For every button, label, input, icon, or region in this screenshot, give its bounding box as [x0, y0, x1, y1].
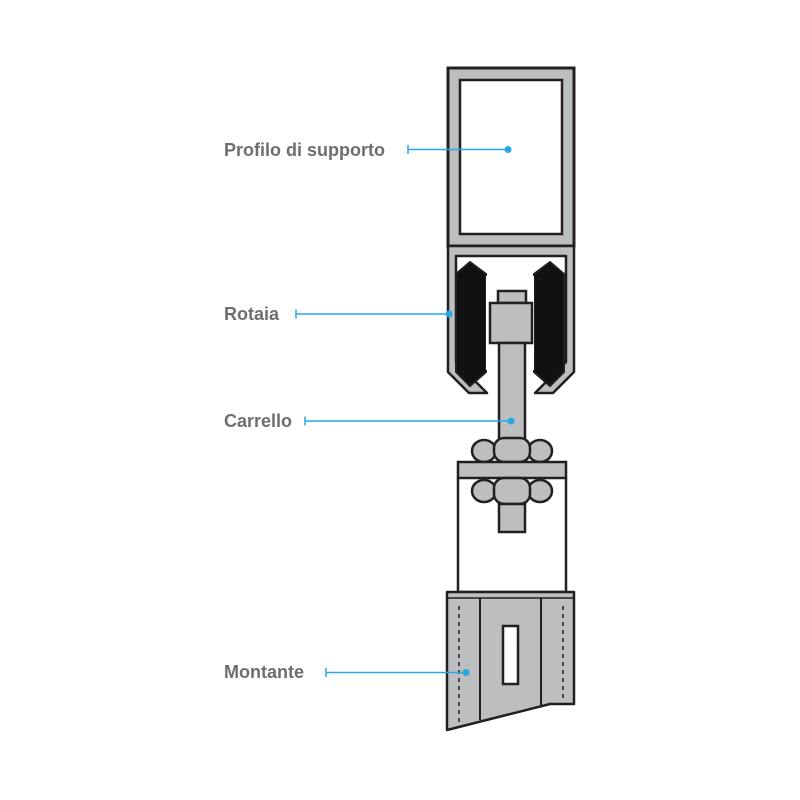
carriage-block	[488, 301, 534, 345]
label-rail: Rotaia	[224, 304, 280, 324]
callout-rail: Rotaia	[224, 304, 453, 324]
rail-part	[446, 244, 576, 395]
carriage-rod-end	[497, 502, 527, 534]
upright-part	[445, 590, 576, 732]
nut-upper-right	[526, 438, 554, 464]
support-profile-part	[446, 66, 576, 248]
label-support-profile: Profilo di supporto	[224, 140, 385, 160]
support-profile-inner	[458, 78, 564, 236]
carriage-stem	[497, 341, 527, 442]
nut-upper-left	[470, 438, 498, 464]
carriage-plate	[456, 460, 568, 480]
carriage-top-cap	[496, 289, 528, 305]
carriage-part	[456, 289, 568, 534]
nut-upper-center	[492, 436, 532, 464]
leader-dot-carriage	[507, 417, 515, 425]
callout-upright: Montante	[224, 662, 470, 682]
upright-slot	[501, 624, 520, 686]
leader-dot-support-profile	[504, 146, 512, 153]
rail-wheel-right	[533, 260, 565, 388]
rail-wheel-left	[455, 260, 487, 388]
nut-lower-center	[492, 476, 532, 506]
callout-support-profile: Profilo di supporto	[224, 140, 512, 160]
rail-channel	[446, 244, 576, 395]
nut-lower-right	[526, 478, 554, 504]
leader-dot-upright	[462, 669, 470, 676]
label-upright: Montante	[224, 662, 304, 682]
callout-carriage: Carrello	[224, 411, 515, 431]
nut-lower-left	[470, 478, 498, 504]
label-carriage: Carrello	[224, 411, 292, 431]
leader-dot-rail	[445, 310, 453, 318]
